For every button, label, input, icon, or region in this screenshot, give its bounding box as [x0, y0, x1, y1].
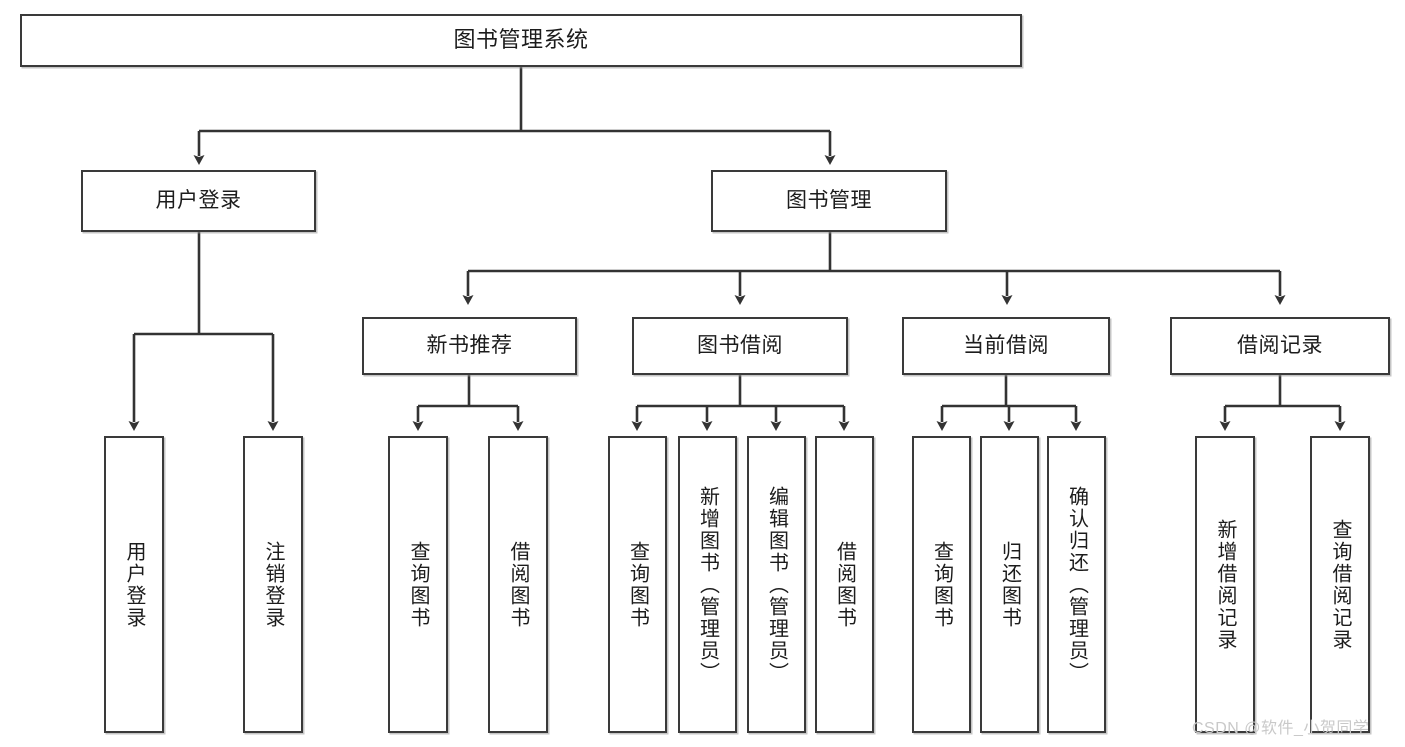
leaf-record-add-record[interactable]: 新增借阅记录	[1195, 436, 1255, 733]
leaf-current-confirm-return[interactable]: 确认归还（管理员）	[1047, 436, 1106, 733]
node-label: 图书借阅	[697, 334, 783, 358]
node-root-system[interactable]: 图书管理系统	[20, 14, 1022, 67]
node-label: 确认归还（管理员）	[1065, 485, 1088, 684]
node-label: 借阅图书	[833, 540, 856, 629]
node-label: 新增图书（管理员）	[696, 485, 719, 684]
node-current-borrow[interactable]: 当前借阅	[902, 317, 1110, 375]
node-book-management[interactable]: 图书管理	[711, 170, 947, 232]
leaf-current-query-book[interactable]: 查询图书	[912, 436, 971, 733]
leaf-recommend-query-book[interactable]: 查询图书	[388, 436, 448, 733]
watermark-text: CSDN @软件_小贺同学	[1192, 720, 1370, 737]
node-label: 用户登录	[155, 189, 242, 213]
node-label: 用户登录	[123, 540, 145, 629]
node-label: 归还图书	[998, 540, 1021, 629]
node-label: 查询图书	[930, 540, 953, 629]
leaf-user-login-login[interactable]: 用户登录	[104, 436, 164, 733]
node-label: 查询借阅记录	[1329, 518, 1351, 651]
node-label: 查询图书	[407, 540, 429, 629]
node-label: 当前借阅	[963, 334, 1049, 358]
node-label: 图书管理	[786, 189, 872, 213]
node-new-book-recommend[interactable]: 新书推荐	[362, 317, 577, 375]
leaf-record-query-record[interactable]: 查询借阅记录	[1310, 436, 1370, 733]
node-label: 查询图书	[626, 540, 649, 629]
leaf-borrow-borrow-book[interactable]: 借阅图书	[815, 436, 874, 733]
node-label: 新增借阅记录	[1214, 518, 1236, 651]
node-label: 借阅图书	[507, 540, 529, 629]
node-label: 注销登录	[262, 540, 284, 629]
leaf-user-login-logout[interactable]: 注销登录	[243, 436, 303, 733]
leaf-borrow-add-book[interactable]: 新增图书（管理员）	[678, 436, 737, 733]
leaf-recommend-borrow-book[interactable]: 借阅图书	[488, 436, 548, 733]
node-label: 图书管理系统	[453, 27, 589, 53]
node-user-login[interactable]: 用户登录	[81, 170, 316, 232]
node-label: 借阅记录	[1237, 334, 1323, 358]
node-label: 编辑图书（管理员）	[765, 485, 788, 684]
leaf-current-return-book[interactable]: 归还图书	[980, 436, 1039, 733]
node-book-borrow[interactable]: 图书借阅	[632, 317, 848, 375]
node-borrow-record[interactable]: 借阅记录	[1170, 317, 1390, 375]
leaf-borrow-edit-book[interactable]: 编辑图书（管理员）	[747, 436, 806, 733]
leaf-borrow-query-book[interactable]: 查询图书	[608, 436, 667, 733]
node-label: 新书推荐	[426, 334, 513, 358]
